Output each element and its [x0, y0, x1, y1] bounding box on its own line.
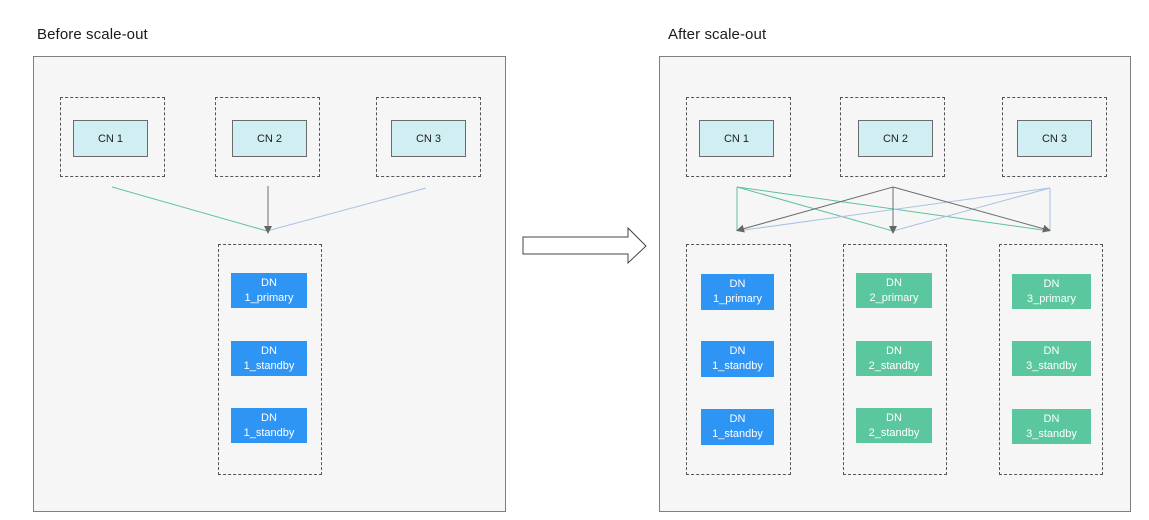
dn-line1: DN — [886, 276, 902, 289]
dn-line2: 1_standby — [712, 360, 763, 372]
dn-line2: 1_standby — [243, 359, 295, 372]
before-cn3-connector — [266, 187, 427, 232]
before-dn1-standby-a: DN 1_standby — [231, 341, 307, 376]
dn-line1: DN — [1043, 344, 1060, 357]
after-cn2: CN 2 — [858, 120, 933, 157]
after-dn-group-1 — [686, 244, 791, 475]
dn-line2: 2_primary — [869, 291, 919, 304]
dn-line1: DN — [261, 344, 277, 357]
dn-line1: DN — [729, 345, 746, 357]
before-dn-group — [218, 244, 322, 475]
before-dn1-primary: DN 1_primary — [231, 273, 307, 308]
before-cn2-group — [215, 97, 320, 177]
dn-line2: 2_standby — [868, 359, 920, 372]
before-cn2: CN 2 — [232, 120, 307, 157]
after-dn-group-2 — [843, 244, 947, 475]
before-cn3-group — [376, 97, 481, 177]
after-title: After scale-out — [668, 26, 767, 43]
after-dn2-primary: DN 2_primary — [856, 273, 932, 308]
dn-line2: 3_primary — [1027, 292, 1076, 305]
dn-line1: DN — [261, 276, 277, 289]
after-cn3-group — [1002, 97, 1107, 177]
after-dn1-standby-b: DN 1_standby — [701, 409, 774, 445]
after-cn3-to-dn2 — [892, 187, 1051, 232]
after-dn1-primary: DN 1_primary — [701, 274, 774, 310]
after-dn3-primary: DN 3_primary — [1012, 274, 1091, 309]
dn-line1: DN — [261, 411, 277, 424]
before-title: Before scale-out — [37, 26, 148, 43]
dn-line2: 1_primary — [713, 293, 762, 305]
before-cn1-connector — [111, 186, 268, 232]
after-cn2-to-dn3 — [892, 186, 1051, 233]
scale-out-arrow — [522, 226, 647, 265]
dn-line2: 1_primary — [244, 291, 294, 304]
before-cn3: CN 3 — [391, 120, 466, 157]
before-dn1-standby-b: DN 1_standby — [231, 408, 307, 443]
after-cn2-group — [840, 97, 945, 177]
after-dn2-standby-a: DN 2_standby — [856, 341, 932, 376]
after-dn1-standby-a: DN 1_standby — [701, 341, 774, 377]
before-cn1: CN 1 — [73, 120, 148, 157]
dn-line1: DN — [1043, 412, 1060, 425]
after-dn-group-3 — [999, 244, 1103, 475]
dn-line2: 3_standby — [1026, 359, 1077, 372]
dn-line1: DN — [886, 411, 902, 424]
dn-line2: 2_standby — [868, 426, 920, 439]
after-dn2-standby-b: DN 2_standby — [856, 408, 932, 443]
dn-line1: DN — [729, 413, 746, 425]
dn-line2: 3_standby — [1026, 427, 1077, 440]
after-cn1: CN 1 — [699, 120, 774, 157]
after-cn3: CN 3 — [1017, 120, 1092, 157]
after-cn2-to-dn1 — [736, 186, 894, 233]
before-cn1-group — [60, 97, 165, 177]
dn-line2: 1_standby — [243, 426, 295, 439]
dn-line2: 1_standby — [712, 428, 763, 440]
dn-line1: DN — [1043, 277, 1060, 290]
after-dn3-standby-b: DN 3_standby — [1012, 409, 1091, 444]
dn-line1: DN — [886, 344, 902, 357]
after-dn3-standby-a: DN 3_standby — [1012, 341, 1091, 376]
dn-line1: DN — [729, 278, 746, 290]
after-cn1-group — [686, 97, 791, 177]
